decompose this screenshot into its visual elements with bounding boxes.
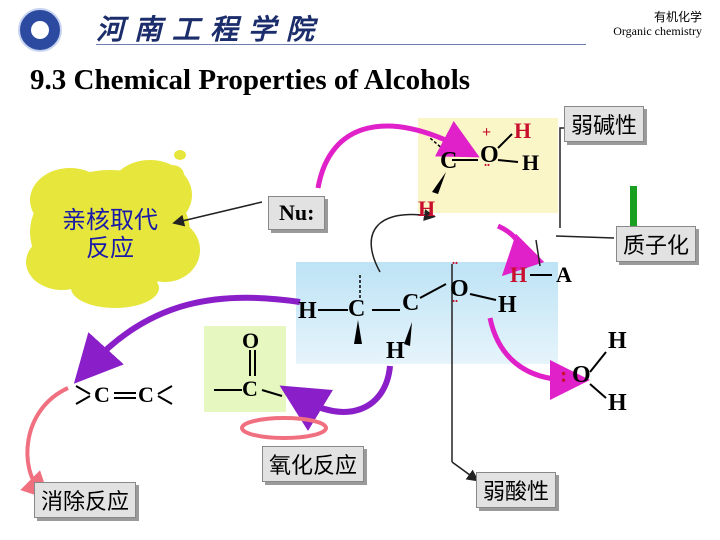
oxidation-label: 氧化反应 — [262, 446, 365, 482]
university-logo — [18, 8, 62, 52]
top-H-right: H — [522, 150, 540, 175]
nucleophilic-substitution-cloud — [26, 150, 200, 308]
weak-base-label: 弱碱性 — [564, 106, 645, 142]
center-H-red: H — [510, 262, 528, 287]
protonation-label: 质子化 — [616, 226, 697, 262]
water-H-top: H — [608, 328, 627, 354]
protonation-arrow — [496, 223, 545, 277]
weak-base-arrow — [315, 120, 480, 189]
elimination-label: 消除反应 — [34, 482, 137, 518]
university-name: 河南工程学院 — [96, 13, 325, 46]
carbonyl-C: C — [242, 376, 258, 401]
nucleophile-label: Nu: — [268, 196, 326, 230]
top-plus: + — [482, 124, 492, 141]
elimination-arrow — [73, 294, 301, 384]
center-lone-pair-top: ¨ — [452, 258, 458, 278]
nucleophilic-substitution-line1: 亲核取代 — [62, 206, 158, 234]
elimination-product-arrow — [20, 386, 69, 500]
top-H-plus: H — [514, 118, 532, 143]
weak-acid-arrow — [487, 317, 590, 400]
nucleophilic-substitution-label: 亲核取代 反应 — [40, 206, 180, 262]
center-H-right: H — [498, 292, 517, 318]
alkene-C2: C — [138, 382, 154, 407]
alkene-C1: C — [94, 382, 110, 407]
alkene-panel — [72, 378, 178, 412]
top-H-red: H — [418, 196, 436, 221]
header-divider — [96, 44, 586, 45]
center-C2: C — [402, 290, 420, 316]
carbonyl-panel — [204, 326, 286, 412]
weak-acid-label: 弱酸性 — [476, 472, 557, 508]
top-lone-pair: ¨ — [484, 160, 490, 180]
water-colon: : — [560, 362, 568, 387]
center-O: O — [450, 276, 469, 302]
oxidation-loop — [240, 416, 328, 440]
top-C: C — [440, 148, 458, 174]
top-O: O — [480, 142, 499, 168]
center-molecule-panel — [296, 262, 558, 364]
center-H-left: H — [298, 298, 317, 324]
oxidation-arrow — [279, 365, 393, 431]
slide-title: 9.3 Chemical Properties of Alcohols — [30, 64, 471, 96]
water-O: O — [572, 362, 591, 388]
center-H-bottom: H — [386, 338, 405, 364]
center-A: A — [556, 262, 572, 287]
course-name-chinese: 有机化学 — [653, 10, 702, 24]
center-C1: C — [348, 296, 366, 322]
nucleophilic-substitution-line2: 反应 — [86, 234, 134, 262]
water-H-bottom: H — [608, 390, 627, 416]
course-name-english: Organic chemistry — [613, 24, 702, 38]
carbonyl-O: O — [242, 328, 260, 353]
proton-bar — [630, 186, 637, 230]
center-lone-pair-bottom: ¨ — [452, 296, 458, 316]
